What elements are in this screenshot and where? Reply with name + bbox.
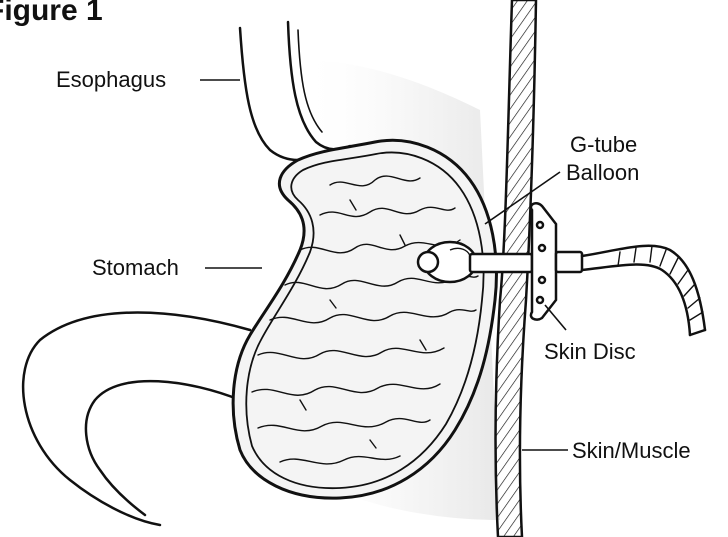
label-gtube-line2: Balloon (566, 160, 639, 186)
external-tube (582, 246, 705, 335)
label-esophagus: Esophagus (56, 67, 166, 93)
skin-disc (531, 203, 582, 319)
label-stomach: Stomach (92, 255, 179, 281)
label-gtube-line1: G-tube (570, 132, 637, 158)
label-skin-disc: Skin Disc (544, 339, 636, 365)
label-skin-muscle: Skin/Muscle (572, 438, 691, 464)
figure-title: Figure 1 (0, 0, 103, 28)
